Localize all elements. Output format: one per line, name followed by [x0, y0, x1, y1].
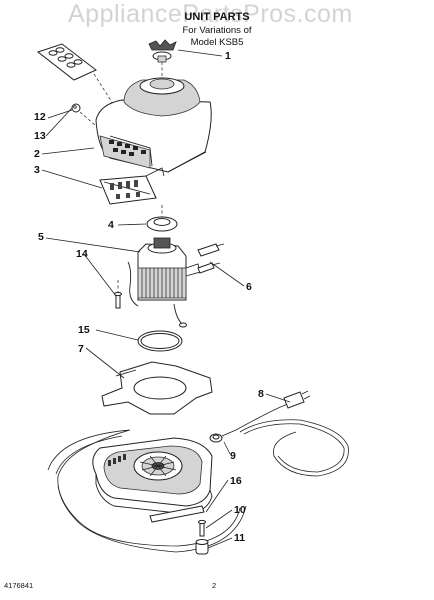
diagram-model: Model KSB5 [190, 37, 244, 48]
callout-12: 12 [34, 111, 46, 123]
foot-screw-part [198, 519, 206, 537]
callout-8: 8 [258, 388, 264, 400]
callout-1: 1 [225, 50, 231, 62]
callout-9: 9 [230, 450, 236, 462]
control-board-part [99, 167, 165, 205]
diagram-subtitle: For Variations of [182, 25, 252, 36]
callout-13: 13 [34, 130, 46, 142]
callout-6: 6 [246, 281, 252, 293]
keypad-overlay-part [36, 43, 97, 81]
callout-10: 10 [234, 504, 246, 516]
drive-coupler-part [148, 39, 177, 78]
foam-pad-part [101, 361, 213, 415]
callout-3: 3 [34, 164, 40, 176]
leader-lines [41, 49, 291, 549]
diagram-title: UNIT PARTS [184, 11, 250, 23]
strain-relief-part [209, 429, 237, 443]
power-cord-part [235, 390, 349, 477]
screw-part [114, 280, 122, 309]
base-part [92, 437, 213, 515]
button-part [71, 103, 81, 113]
callout-11: 11 [234, 532, 246, 544]
gasket-part [137, 330, 183, 352]
trim-band-part [47, 429, 247, 553]
document-number: 4176841 [4, 581, 34, 590]
page-number: 2 [212, 581, 217, 590]
callout-15: 15 [78, 324, 90, 336]
callout-2: 2 [34, 148, 40, 160]
foot-strip-part [149, 505, 205, 523]
connector-part [197, 243, 225, 274]
callout-5: 5 [38, 231, 44, 243]
callout-4: 4 [108, 219, 114, 231]
callout-7: 7 [78, 343, 84, 355]
callout-16: 16 [230, 475, 242, 487]
washer-part [146, 216, 178, 232]
callout-14: 14 [76, 248, 88, 260]
housing-upper-part [95, 77, 212, 173]
motor-part [127, 237, 201, 328]
foot-part [195, 539, 209, 555]
